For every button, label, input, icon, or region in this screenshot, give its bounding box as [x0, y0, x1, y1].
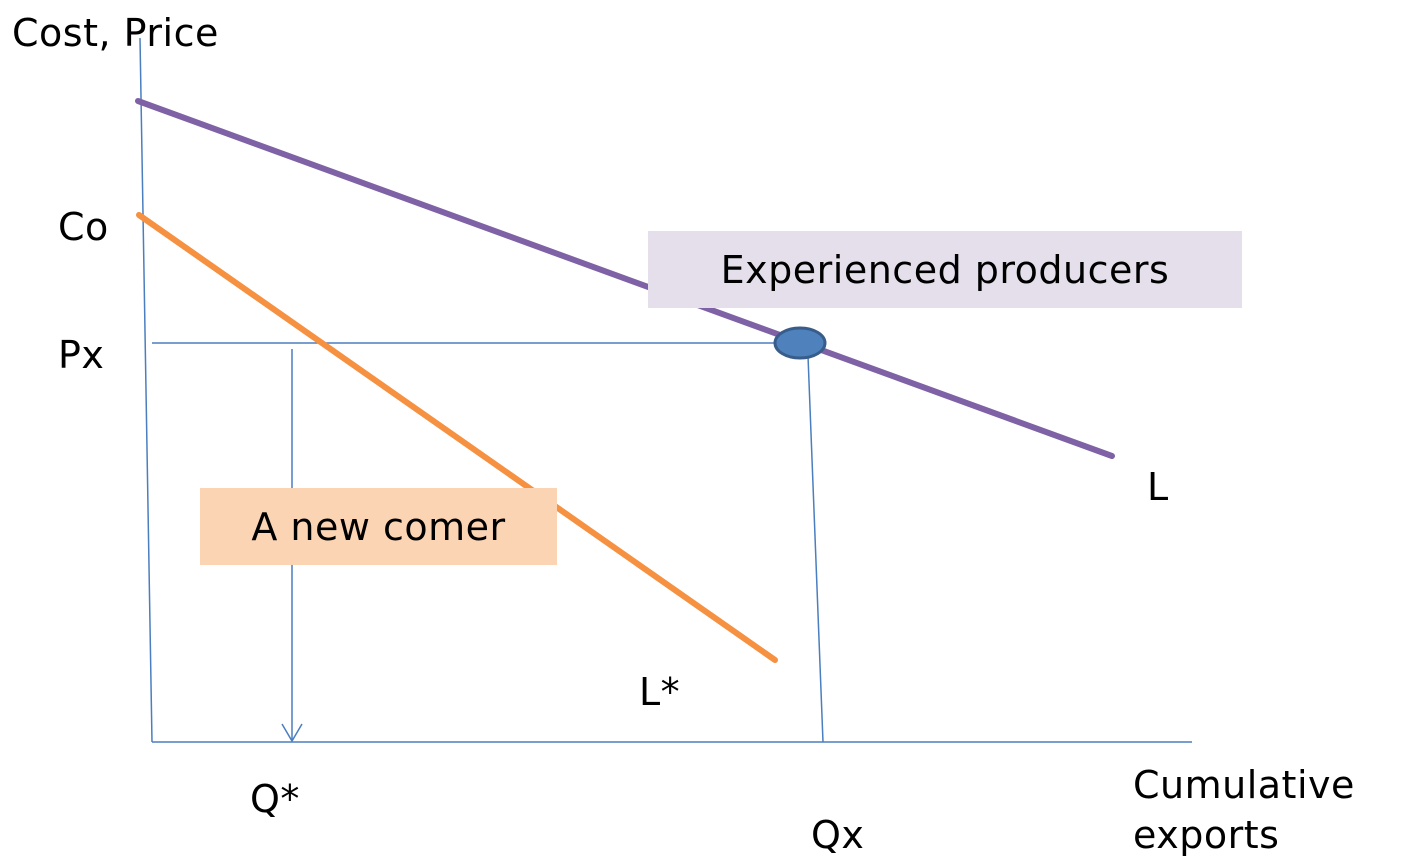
y-axis	[139, 37, 153, 743]
experienced-producers-callout: Experienced producers	[648, 231, 1242, 308]
curve-l-experienced	[135, 98, 1115, 459]
price-point-marker	[773, 326, 827, 360]
l-label: L	[1147, 465, 1169, 509]
x-axis-label-line1: Cumulative	[1133, 763, 1355, 807]
newcomer-callout: A new comer	[200, 488, 557, 565]
qx-label: Qx	[811, 813, 865, 857]
px-label: Px	[58, 333, 105, 377]
experienced-producers-text: Experienced producers	[720, 247, 1170, 292]
q-star-arrowhead	[281, 723, 303, 743]
l-star-label: L*	[639, 670, 681, 714]
q-star-label: Q*	[250, 777, 300, 821]
x-axis-label-line2: exports	[1133, 813, 1280, 857]
newcomer-text: A new comer	[251, 504, 506, 549]
qx-drop-line	[807, 355, 824, 743]
co-label: Co	[58, 205, 109, 249]
y-axis-label: Cost, Price	[12, 11, 219, 55]
curve-l-star-newcomer	[136, 212, 778, 663]
